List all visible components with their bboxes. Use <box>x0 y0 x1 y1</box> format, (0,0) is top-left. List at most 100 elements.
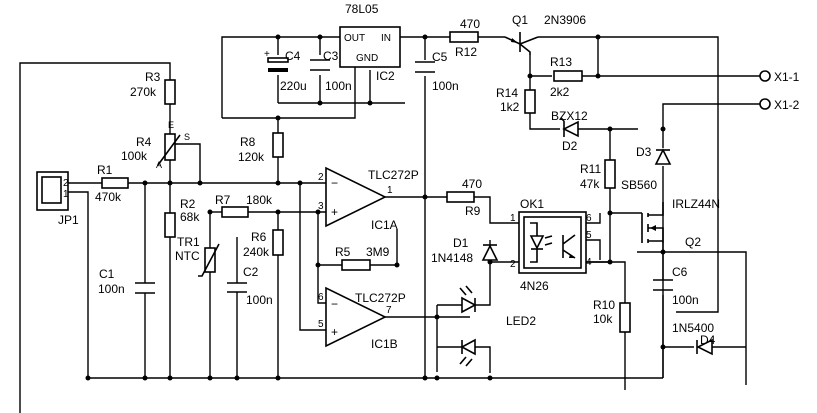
r9-ref-label: R9 <box>465 204 481 218</box>
q1-part-label: 2N3906 <box>544 13 586 27</box>
tr1-part-label: NTC <box>175 249 200 263</box>
connector-jp1: 2 1 JP1 <box>36 171 79 227</box>
jp1-ref-label: JP1 <box>58 213 79 227</box>
jp1-pin2-label: 2 <box>63 178 69 189</box>
ic1b-plus-label: + <box>331 325 338 339</box>
r14-value-label: 1k2 <box>500 100 520 114</box>
ic2-gnd-label: GND <box>356 53 378 64</box>
ok1-pin1-label: 1 <box>510 213 516 224</box>
resistor-r13: R13 2k2 <box>550 55 583 99</box>
c2-value-label: 100n <box>246 293 273 307</box>
mosfet-q2: IRLZ44N Q2 <box>641 197 720 249</box>
capacitor-c5: C5 100n <box>415 50 459 93</box>
r7-value-label: 180k <box>246 193 273 207</box>
optocoupler-ok1: 1 2 6 5 4 OK1 4N26 <box>510 197 592 293</box>
r5-value-label: 3M9 <box>366 245 390 259</box>
r14-ref-label: R14 <box>496 86 518 100</box>
jp1-pin1-label: 1 <box>63 189 69 200</box>
q2-part-label: IRLZ44N <box>672 197 720 211</box>
ok1-ref-label: OK1 <box>520 197 544 211</box>
capacitor-c4: + C4 220u <box>264 49 307 93</box>
r4-pin-a-label: A <box>156 160 162 170</box>
r2-ref-label: R2 <box>180 197 196 211</box>
opamp-ic1a: − + 2 3 1 TLC272P IC1A <box>318 166 419 232</box>
capacitor-c2: C2 100n <box>227 265 273 307</box>
diode-d4: 1N5400 D4 <box>672 321 716 356</box>
r6-ref-label: R6 <box>251 230 267 244</box>
ic1a-part-label: TLC272P <box>368 168 419 182</box>
led2-ref-label: LED2 <box>506 314 536 328</box>
resistor-r3: R3 270k <box>130 70 176 105</box>
ic1a-plus-label: + <box>331 205 338 219</box>
tr1-ref-label: TR1 <box>177 235 200 249</box>
c3-ref-label: C3 <box>323 49 339 63</box>
resistor-r12: 470 R12 <box>449 17 480 59</box>
r6-value-label: 240k <box>243 245 270 259</box>
c4-ref-label: C4 <box>285 49 301 63</box>
r3-value-label: 270k <box>130 85 157 99</box>
transistor-q1: Q1 2N3906 <box>504 13 586 55</box>
r4-value-label: 100k <box>121 149 148 163</box>
capacitor-c3: C3 100n <box>310 49 352 93</box>
resistor-r10: R10 10k <box>593 298 631 333</box>
r10-ref-label: R10 <box>593 298 615 312</box>
c4-value-label: 220u <box>280 79 307 93</box>
resistor-r1: R1 470k <box>95 163 129 204</box>
resistor-r6: R6 240k <box>243 229 284 259</box>
ic1a-pin3-label: 3 <box>318 201 324 212</box>
capacitor-c6: C6 100n <box>653 265 699 307</box>
c4-plus-label: + <box>264 49 270 60</box>
r3-ref-label: R3 <box>145 70 161 84</box>
r4-pin-s-label: S <box>184 132 190 142</box>
resistor-r2: R2 68k <box>164 197 200 238</box>
opamp-ic1b: − + 6 5 7 TLC272P IC1B <box>318 286 406 351</box>
r8-ref-label: R8 <box>240 135 256 149</box>
q2-ref-label: Q2 <box>685 235 701 249</box>
ok1-pin6-label: 6 <box>586 213 592 224</box>
q1-ref-label: Q1 <box>512 13 528 27</box>
resistor-r8: R8 120k <box>238 132 284 164</box>
c5-value-label: 100n <box>432 79 459 93</box>
c6-ref-label: C6 <box>672 265 688 279</box>
c1-value-label: 100n <box>98 282 125 296</box>
schottky-d3: D3 SB560 <box>621 145 672 192</box>
resistor-r11: R11 47k <box>580 159 616 191</box>
ic1a-pin2-label: 2 <box>318 172 324 183</box>
ok1-part-label: 4N26 <box>520 279 549 293</box>
ic1b-pin5-label: 5 <box>318 319 324 330</box>
r13-value-label: 2k2 <box>550 85 570 99</box>
ic1a-minus-label: − <box>331 176 338 190</box>
c3-value-label: 100n <box>325 79 352 93</box>
ic1b-pin7-label: 7 <box>386 305 392 316</box>
x1-2-label: X1-2 <box>774 98 800 112</box>
d1-part-label: 1N4148 <box>431 251 473 265</box>
ic1a-pin1-label: 1 <box>387 185 393 196</box>
ic2-ref-label: IC2 <box>376 69 395 83</box>
r11-value-label: 47k <box>580 177 600 191</box>
r10-value-label: 10k <box>593 312 613 326</box>
ic2-in-label: IN <box>381 33 391 44</box>
d1-ref-label: D1 <box>453 236 469 250</box>
ok1-pin5-label: 5 <box>586 230 592 241</box>
r5-ref-label: R5 <box>335 245 351 259</box>
capacitor-c1: C1 100n <box>98 267 155 296</box>
x1-1-label: X1-1 <box>774 70 800 84</box>
zener-ref-label: D2 <box>562 139 578 153</box>
ic1b-minus-label: − <box>331 297 338 311</box>
c1-ref-label: C1 <box>99 267 115 281</box>
r4-ref-label: R4 <box>136 135 152 149</box>
d3-part-label: SB560 <box>621 178 657 192</box>
zener-part-label: BZX12 <box>551 109 588 123</box>
junction-dots <box>85 34 666 381</box>
d4-part-label: 1N5400 <box>672 321 714 335</box>
resistor-r5: R5 3M9 <box>335 245 390 271</box>
zener-d2: BZX12 D2 <box>551 109 588 153</box>
r1-value-label: 470k <box>95 190 122 204</box>
trimmer-r4: E A S R4 100k <box>121 120 190 170</box>
r12-ref-label: R12 <box>455 45 477 59</box>
r11-ref-label: R11 <box>580 162 601 176</box>
r1-ref-label: R1 <box>97 163 113 177</box>
ic1b-part-label: TLC272P <box>355 291 406 305</box>
ic1b-pin6-label: 6 <box>318 292 324 303</box>
